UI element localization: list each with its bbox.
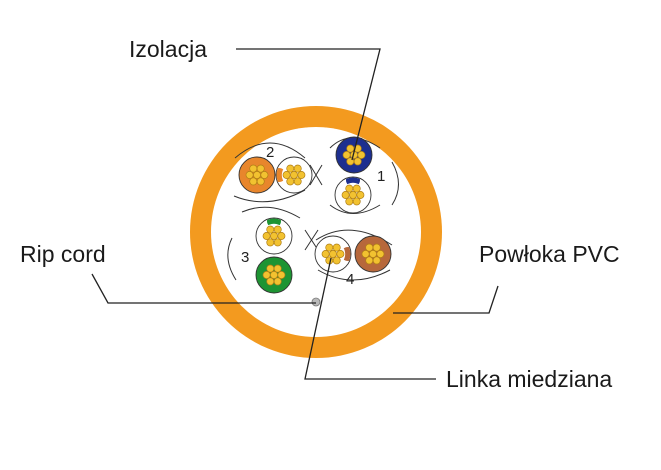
- copper-strand: [342, 151, 351, 159]
- copper-strand: [352, 184, 361, 193]
- copper-strand: [341, 191, 350, 199]
- copper-strand: [372, 243, 381, 252]
- label-insulation: Izolacja: [129, 36, 207, 62]
- wire-pair-2-solid: [238, 156, 276, 194]
- copper-strand: [352, 197, 361, 206]
- copper-strand: [353, 157, 362, 166]
- copper-strand: [256, 177, 265, 186]
- copper-strand: [270, 232, 278, 240]
- copper-strand: [357, 151, 366, 159]
- copper-strand: [290, 171, 298, 179]
- copper-strand: [249, 177, 258, 186]
- pair-number-3: 3: [241, 249, 249, 266]
- copper-strand: [282, 171, 291, 179]
- leader-lines: [91, 48, 499, 380]
- copper-strand: [266, 238, 275, 247]
- copper-strand: [361, 250, 370, 258]
- copper-strand: [376, 250, 385, 258]
- copper-strand: [286, 177, 295, 186]
- rip-cord: [311, 297, 321, 307]
- pair-number-4: 4: [346, 271, 354, 288]
- copper-strand: [273, 225, 282, 234]
- copper-strand: [325, 243, 334, 252]
- copper-strand: [260, 171, 269, 179]
- twisted-pairs: [238, 136, 392, 294]
- copper-strand: [273, 264, 282, 273]
- wire-pair-1-solid: [335, 136, 373, 174]
- leader-jacket: [393, 285, 499, 314]
- copper-strand: [332, 256, 341, 265]
- label-copper-conductor: Linka miedziana: [446, 366, 612, 392]
- copper-strand: [266, 264, 275, 273]
- copper-strand: [321, 250, 330, 258]
- copper-strand: [277, 271, 286, 279]
- copper-strand: [332, 243, 341, 252]
- pair-number-2: 2: [266, 144, 274, 161]
- wire-pair-2-striped: [275, 156, 313, 194]
- copper-strand: [372, 256, 381, 265]
- copper-strand: [270, 271, 278, 279]
- copper-strand: [356, 191, 365, 199]
- copper-strand: [345, 197, 354, 206]
- copper-strand: [249, 164, 258, 173]
- wire-pair-3-striped: [255, 217, 293, 255]
- label-pvc-jacket: Powłoka PVC: [479, 241, 620, 267]
- leader-insulation: [236, 48, 381, 161]
- copper-strand: [346, 144, 355, 153]
- copper-strand: [365, 256, 374, 265]
- copper-strand: [245, 171, 254, 179]
- copper-strand: [273, 238, 282, 247]
- wire-pair-1-striped: [334, 176, 372, 214]
- separator-ticks: [304, 164, 323, 251]
- copper-strand: [273, 277, 282, 286]
- copper-strand: [253, 171, 261, 179]
- wire-pair-3-solid: [255, 256, 293, 294]
- copper-strand: [293, 164, 302, 173]
- copper-strand: [262, 232, 271, 240]
- wire-pair-4-striped: [314, 235, 352, 273]
- copper-strand: [256, 164, 265, 173]
- copper-strand: [293, 177, 302, 186]
- copper-strand: [277, 232, 286, 240]
- copper-strand: [369, 250, 377, 258]
- copper-strand: [365, 243, 374, 252]
- wire-pair-4-solid: [354, 235, 392, 273]
- copper-strand: [266, 277, 275, 286]
- copper-strand: [336, 250, 345, 258]
- copper-strand: [286, 164, 295, 173]
- copper-strand: [297, 171, 306, 179]
- pair-number-1: 1: [377, 168, 385, 185]
- copper-strand: [262, 271, 271, 279]
- leader-rip-cord: [91, 273, 316, 304]
- copper-strand: [349, 191, 357, 199]
- label-rip-cord: Rip cord: [20, 241, 106, 267]
- copper-strand: [266, 225, 275, 234]
- leader-conductor: [304, 257, 436, 380]
- copper-strand: [345, 184, 354, 193]
- copper-strand: [329, 250, 337, 258]
